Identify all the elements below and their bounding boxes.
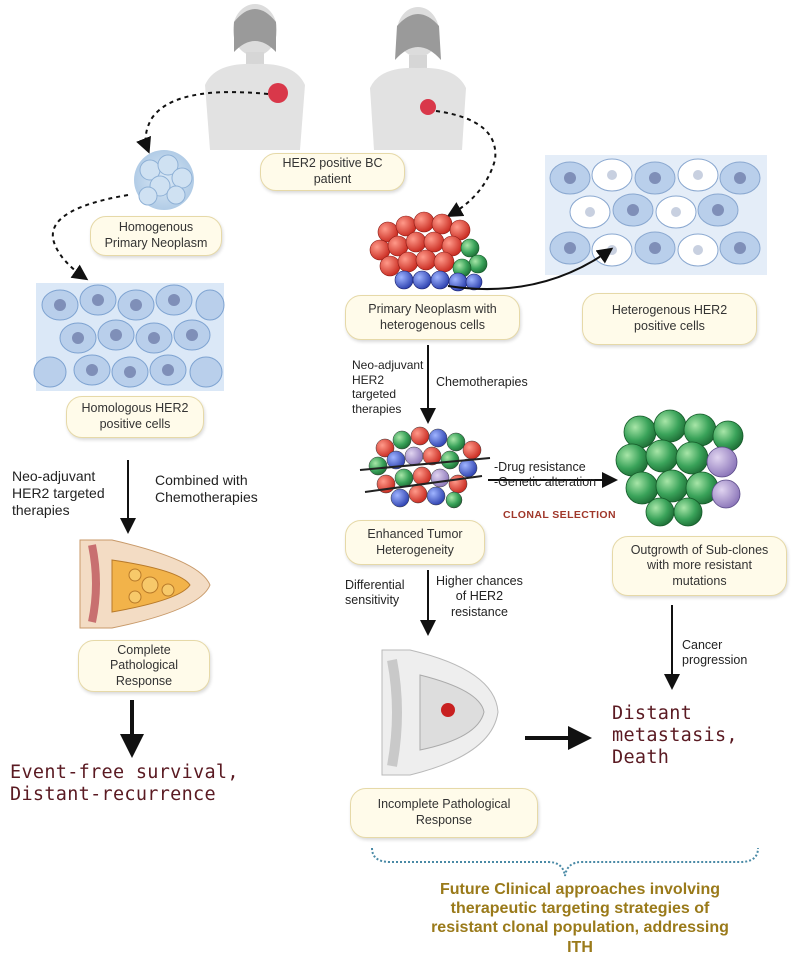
brace (371, 847, 759, 877)
dashed-arrow-left-2 (51, 194, 129, 281)
incomplete-response-box: Incomplete Pathological Response (350, 788, 538, 838)
differential-sensitivity-label: Differential sensitivity (345, 578, 405, 608)
left-outcome-text: Event-free survival, Distant-recurrence (10, 762, 239, 805)
outgrowth-box: Outgrowth of Sub-clones with more resist… (612, 536, 787, 596)
complete-response-breast-illustration (79, 539, 211, 629)
primary-heterogenous-tumor-illustration (369, 211, 488, 292)
homogenous-neoplasm-box: Homogenous Primary Neoplasm (90, 216, 222, 256)
homologous-cells-box: Homologous HER2 positive cells (66, 396, 204, 438)
drug-resistance-label: -Drug resistance -Genetic alteration (494, 460, 597, 490)
patient-box: HER2 positive BC patient (260, 153, 405, 191)
primary-heterogenous-box: Primary Neoplasm with heterogenous cells (345, 295, 520, 340)
incomplete-response-breast-illustration (381, 649, 499, 776)
complete-response-box: Complete Pathological Response (78, 640, 210, 692)
dashed-arrow-left (136, 91, 269, 154)
clonal-selection-label: CLONAL SELECTION (503, 509, 616, 521)
heterogenous-cells-illustration (545, 155, 767, 275)
future-approaches-text: Future Clinical approaches involving the… (431, 881, 729, 956)
right-outcome-text: Distant metastasis, Death (612, 703, 738, 768)
cancer-progression-label: Cancer progression (682, 638, 748, 668)
outgrowth-cluster-illustration (615, 409, 744, 527)
higher-chances-label: Higher chances of HER2 resistance (436, 574, 523, 619)
homogenous-cluster-illustration (134, 150, 194, 210)
right-neoadjuvant-label: Neo-adjuvant HER2 targeted therapies (352, 358, 424, 416)
homologous-cells-illustration (33, 283, 225, 391)
heterogenous-cells-box: Heterogenous HER2 positive cells (582, 293, 757, 345)
chemotherapies-label: Chemotherapies (436, 375, 528, 389)
combined-chemo-label: Combined with Chemotherapies (155, 472, 258, 506)
enhanced-heterogeneity-box: Enhanced Tumor Heterogeneity (345, 520, 485, 565)
tumor-to-cells-arrow (447, 247, 614, 291)
patient-left-illustration (205, 4, 305, 151)
enhanced-tumor-illustration (359, 426, 491, 509)
patient-right-illustration (370, 7, 466, 150)
left-neoadjuvant-label: Neo-adjuvant HER2 targeted therapies (12, 468, 105, 519)
